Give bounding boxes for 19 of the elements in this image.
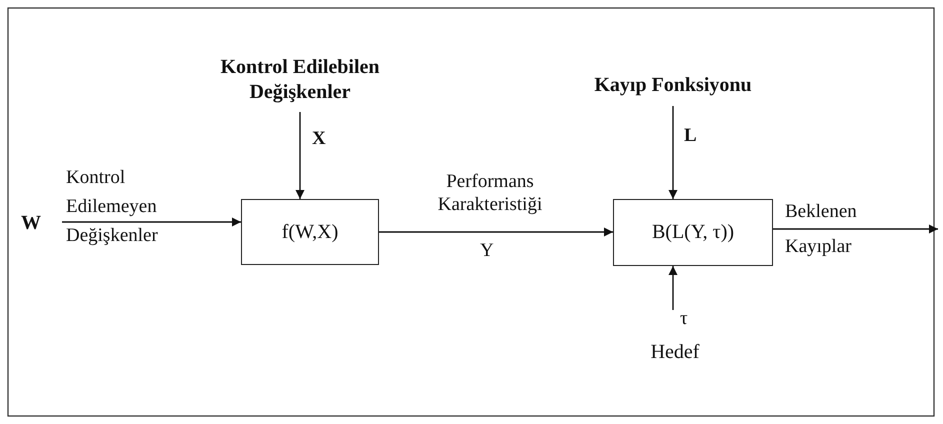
edge-label: τ [680,307,689,330]
edge-label: Performans Karakteristiği [436,170,544,216]
input-label: Kayıp Fonksiyonu [583,70,763,100]
arrow [62,218,241,226]
variable-label: Y [480,240,494,263]
arrow [773,224,938,234]
edge-label: X [312,127,327,150]
node-label: Hedef [640,338,710,366]
arrow [296,112,304,199]
edge-label: L [684,124,698,147]
input-label: Kontrol Edilebilen Değişkenler [180,52,420,108]
edge-label: Kontrol Edilemeyen Değişkenler [66,166,159,248]
arrow [379,228,613,236]
arrow [668,106,678,199]
input-label: W [14,208,48,238]
arrow [668,266,678,310]
edge-label: Beklenen Kayıplar [785,200,858,259]
process-box: f(W,X) [241,199,379,265]
process-box: B(L(Y, τ)) [613,199,773,266]
